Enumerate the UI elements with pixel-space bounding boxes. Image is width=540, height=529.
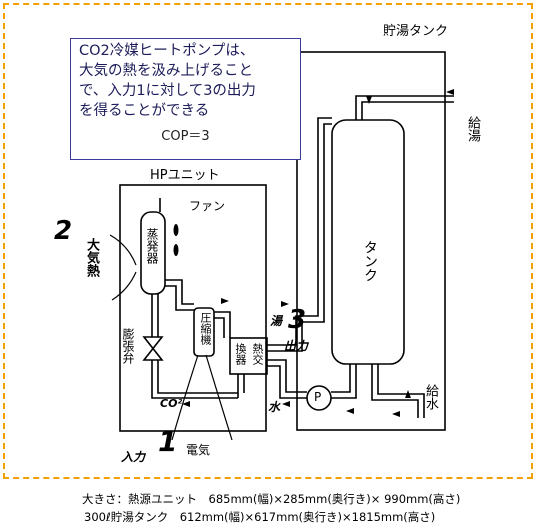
electricity-label: 電気 — [186, 443, 211, 457]
callout-line-4: を得ることができる — [79, 103, 210, 119]
cop-callout-box: CO2冷媒ヒートポンプは、 大気の熱を汲み上げること で、入力1に対して3の出力… — [70, 38, 301, 160]
cop-formula: COP＝3 — [161, 129, 210, 144]
atmosphere-number: 2 — [54, 216, 73, 246]
storage-tank-box — [296, 51, 446, 431]
diagram-frame — [3, 3, 533, 479]
storage-tank-title: 貯湯タンク — [383, 24, 449, 39]
heat-exchanger-label-left: 換器 — [234, 343, 247, 365]
input-label: 入力 — [121, 450, 146, 464]
hp-unit-box — [119, 184, 267, 432]
footer-size-line-2: 300ℓ貯湯タンク 612mm(幅)×617mm(奥行き)×1815mm(高さ) — [84, 510, 436, 524]
expansion-valve-shape — [142, 336, 164, 361]
expansion-valve-label: 膨張弁 — [121, 328, 135, 364]
callout-line-1: CO2冷媒ヒートポンプは、 — [79, 43, 255, 59]
output-label: 出力 — [284, 339, 309, 353]
hot-water-supply-label: 給湯 — [465, 116, 480, 142]
tank-label: タンク — [362, 240, 378, 282]
fan-label: ファン — [189, 199, 226, 213]
evaporator-label: 蒸発器 — [145, 228, 159, 264]
compressor-shape — [193, 307, 215, 357]
atmosphere-heat-label: 大気熱 — [84, 238, 99, 277]
callout-line-2: 大気の熱を汲み上げること — [79, 63, 253, 79]
output-number: 3 — [288, 305, 307, 335]
water-label: 水 — [268, 400, 281, 414]
compressor-label: 圧縮機 — [199, 312, 212, 345]
callout-line-3: で、入力1に対して3の出力 — [79, 83, 256, 99]
heat-exchanger-label-right: 熱交 — [251, 343, 264, 365]
input-number: 1 — [158, 425, 178, 458]
pump-label: P — [314, 390, 322, 404]
water-supply-label: 給水 — [423, 384, 438, 410]
hp-unit-label: HPユニット — [150, 168, 220, 183]
co2-label: CO² — [160, 397, 183, 410]
hot-water-label: 湯 — [270, 314, 283, 328]
footer-size-line-1: 大きさ：熱源ユニット 685mm(幅)×285mm(奥行き)× 990mm(高さ… — [82, 492, 461, 506]
evaporator-shape — [140, 211, 166, 295]
tank-cylinder — [331, 119, 405, 365]
heat-exchanger-shape — [229, 337, 268, 375]
